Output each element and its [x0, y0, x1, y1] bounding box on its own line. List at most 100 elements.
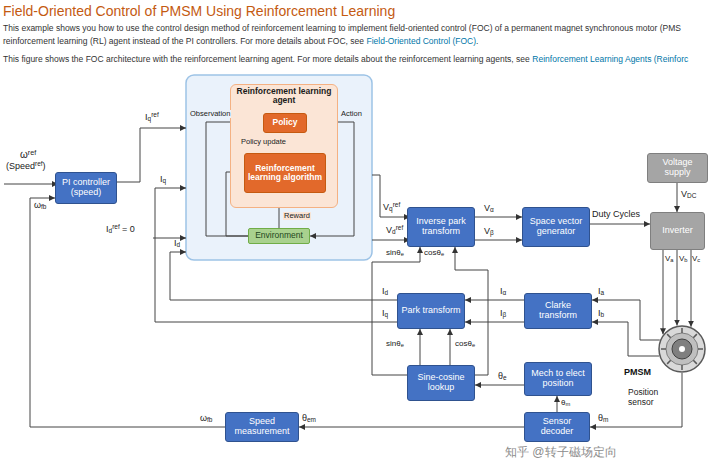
signal-index: β	[503, 311, 507, 318]
signal-label: ωfb	[34, 201, 46, 210]
shaft	[679, 346, 685, 352]
air-gap	[666, 333, 698, 365]
signal-connector	[691, 250, 692, 327]
agent-box: Reinforcement learning agentPolicyReinfo…	[230, 84, 338, 208]
label-text: V	[679, 254, 684, 263]
process-box: Environment	[248, 228, 310, 244]
box-label: Voltage supply	[648, 158, 707, 178]
label-text: (Speed	[6, 161, 35, 171]
label-text: ω	[20, 149, 28, 160]
stator-tooth	[661, 348, 666, 350]
box-label: Environment	[253, 231, 305, 240]
label-text: sinθ	[386, 339, 401, 348]
signal-label: Vα	[484, 204, 494, 213]
vd-ref-wire	[372, 240, 410, 241]
signal-label: Vqref	[383, 203, 400, 212]
signal-index: ref	[112, 223, 120, 230]
label-text: I	[106, 224, 109, 234]
signal-label: Ib	[598, 309, 604, 318]
stator-tooth	[693, 334, 697, 338]
signal-label: Iβ	[500, 309, 506, 318]
signal-connector	[592, 322, 659, 356]
signal-label: cosθe	[455, 340, 475, 348]
stator-tooth	[667, 334, 671, 338]
process-box: Sine-cosine lookup	[407, 365, 475, 401]
signal-index: em	[307, 416, 316, 423]
process-box: Space vector generator	[522, 207, 590, 247]
signal-label: Iqref	[145, 113, 159, 122]
label-text: I	[174, 238, 177, 248]
intro-text: This example shows you how to use the co…	[3, 24, 681, 33]
signal-index: α	[503, 289, 507, 296]
box-label: Mech to elect position	[525, 369, 591, 389]
label-text: I	[500, 286, 503, 296]
stator-tooth	[693, 360, 697, 364]
signal-connector	[590, 373, 682, 427]
stator-tooth	[681, 365, 683, 370]
doc-link: Reinforcement Learning Agents (Reinforc	[532, 54, 688, 64]
label-text: ω	[200, 413, 207, 423]
signal-label: Id	[382, 287, 388, 296]
signal-index: a	[601, 289, 605, 296]
signal-index: β	[490, 229, 494, 236]
stator-tooth	[667, 360, 671, 364]
process-box: Sensor decoder	[524, 412, 590, 442]
id-ref-wire	[153, 238, 186, 239]
process-box: Mech to elect position	[524, 362, 592, 396]
iq-wire	[155, 188, 400, 322]
iq-ref-wire	[114, 128, 186, 182]
signal-index: c	[697, 257, 700, 263]
label-text: sinθ	[386, 248, 401, 257]
label-text: cosθ	[455, 339, 472, 348]
process-box: Clarke transform	[524, 293, 592, 329]
motor-symbol: PMSM	[658, 325, 706, 373]
signal-index: q	[148, 115, 152, 122]
signal-label: 知乎 @转子磁场定向	[505, 446, 617, 458]
box-label: Inverse park transform	[408, 217, 474, 237]
signal-connector	[475, 385, 524, 386]
signal-connector	[677, 250, 678, 326]
signal-index: e	[472, 342, 475, 348]
label-text: I	[500, 308, 503, 318]
signal-index: e	[401, 251, 404, 257]
signal-label: θem	[302, 414, 316, 423]
signal-label: cosθe	[424, 249, 444, 257]
label-text: )	[43, 161, 46, 171]
signal-index: m	[603, 416, 608, 423]
label-text: θ	[302, 413, 307, 423]
signal-index: m	[565, 401, 570, 407]
label-text: I	[382, 308, 385, 318]
label-text: cosθ	[424, 248, 441, 257]
signal-label: ωref	[20, 150, 36, 160]
box-label: Speed measurement	[226, 417, 298, 437]
signal-index: d	[177, 241, 181, 248]
signal-connector	[465, 322, 524, 323]
label-text: This figure shows the FOC architecture w…	[3, 54, 530, 64]
stator	[659, 326, 705, 372]
signal-index: ref	[151, 111, 159, 118]
signal-connector	[663, 250, 664, 334]
box-label: Clarke transform	[525, 301, 591, 321]
signal-index: d	[392, 228, 396, 235]
signal-label: ωfb	[200, 414, 212, 423]
label-text: = 0	[122, 224, 135, 234]
page-title: Field-Oriented Control of PMSM Using Rei…	[3, 3, 395, 19]
signal-connector	[592, 300, 660, 340]
signal-label: Position sensor	[628, 388, 678, 408]
signal-index: b	[684, 257, 687, 263]
signal-index: q	[163, 177, 167, 184]
box-label: Sensor decoder	[525, 417, 589, 437]
signal-index: DC	[687, 192, 696, 199]
speed-ref-wire	[4, 184, 58, 185]
signal-label: sinθe	[386, 340, 404, 348]
signal-index: e	[401, 342, 404, 348]
signal-label: Vc	[692, 255, 700, 263]
signal-connector	[590, 224, 650, 225]
box-label: PI controller (speed)	[56, 178, 116, 198]
label-text: I	[598, 308, 601, 318]
label-text: V	[484, 226, 490, 236]
process-box: Inverter	[650, 212, 705, 250]
signal-index: α	[490, 206, 494, 213]
edge-label: Observation	[189, 110, 231, 118]
stator-tooth	[698, 348, 703, 350]
